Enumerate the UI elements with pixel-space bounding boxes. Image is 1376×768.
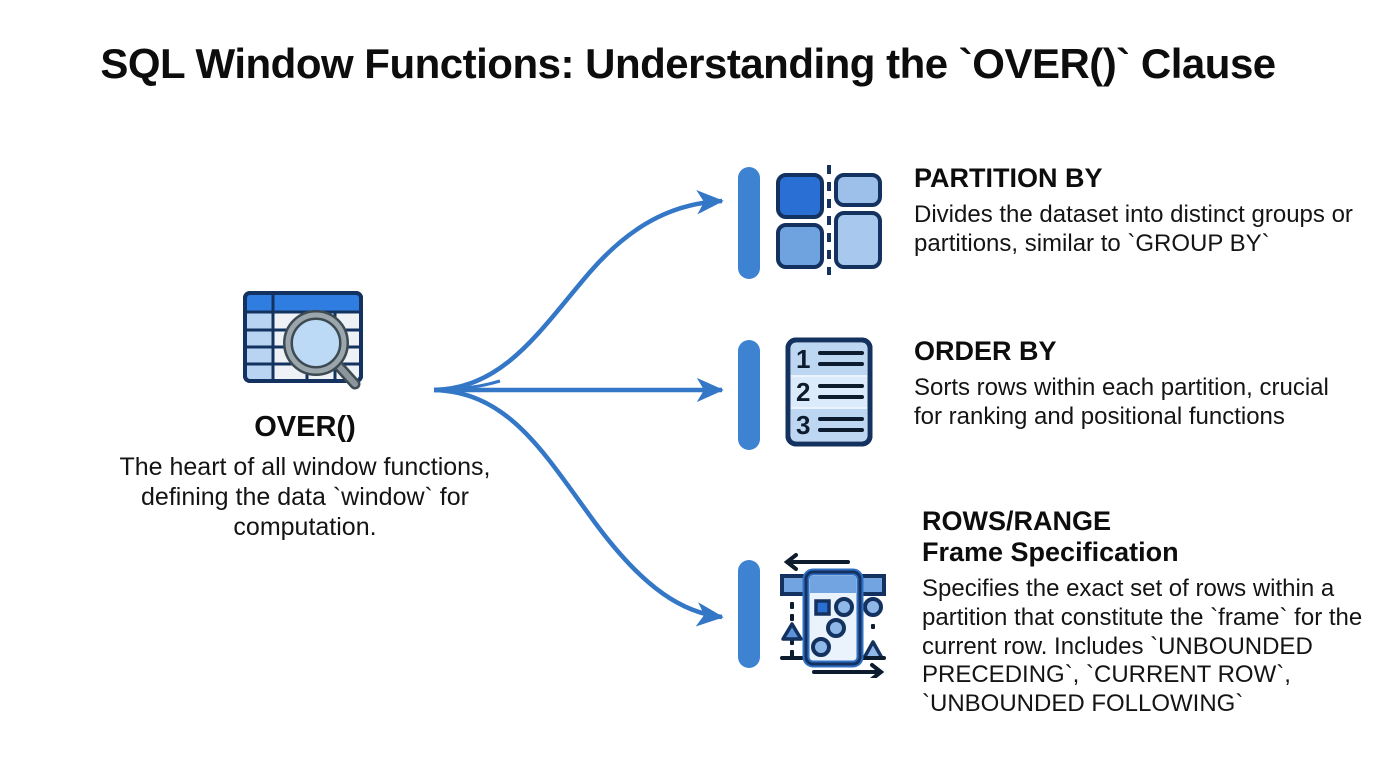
page-title: SQL Window Functions: Understanding the … <box>100 40 1276 87</box>
branch-heading: ROWS/RANGE Frame Specification <box>922 506 1179 568</box>
root-node-over: OVER() The heart of all window functions… <box>85 285 525 542</box>
root-description: The heart of all window functions, defin… <box>119 453 491 541</box>
svg-text:2: 2 <box>796 377 810 407</box>
svg-text:3: 3 <box>796 410 810 440</box>
branch-heading: ORDER BY <box>914 336 1057 366</box>
branch-text-block: PARTITION BY Divides the dataset into di… <box>914 163 1358 259</box>
branch-text-block: ROWS/RANGE Frame Specification Specifies… <box>922 506 1368 719</box>
branch-rows-range: ROWS/RANGE Frame Specification Specifies… <box>738 506 1368 719</box>
branch-order-by: 1 2 3 ORDER BY Sorts rows within each pa… <box>738 336 1358 453</box>
branch-partition-by: PARTITION BY Divides the dataset into di… <box>738 163 1358 280</box>
svg-text:1: 1 <box>796 344 810 374</box>
table-search-icon <box>85 285 525 405</box>
branch-description: Divides the dataset into distinct groups… <box>914 201 1353 257</box>
branch-accent-bar <box>738 340 760 450</box>
root-label: OVER() <box>254 411 356 443</box>
branch-accent-bar <box>738 167 760 279</box>
frame-window-icon <box>774 550 892 683</box>
branch-description: Specifies the exact set of rows within a… <box>922 575 1363 718</box>
branch-description: Sorts rows within each partition, crucia… <box>914 374 1329 430</box>
ordered-list-icon: 1 2 3 <box>774 336 884 453</box>
branch-text-block: ORDER BY Sorts rows within each partitio… <box>914 336 1358 432</box>
partition-split-icon <box>774 163 884 280</box>
branch-accent-bar <box>738 560 760 668</box>
branch-heading: PARTITION BY <box>914 163 1103 193</box>
